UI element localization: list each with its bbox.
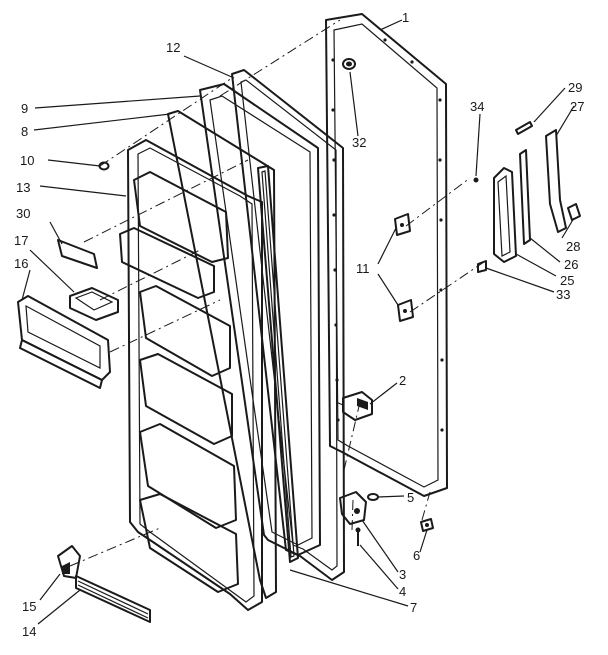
callout-27: 27: [570, 99, 584, 114]
washer-5: [367, 493, 379, 501]
handle-cap-15: [57, 545, 81, 579]
callout-5: 5: [407, 490, 414, 505]
small-bin-17: [69, 287, 119, 321]
liner-9: [199, 83, 321, 556]
screw-29: [515, 121, 533, 135]
callout-15: 15: [22, 599, 36, 614]
callout-3: 3: [399, 567, 406, 582]
callout-6: 6: [413, 548, 420, 563]
end-cap-28: [567, 203, 581, 221]
callout-10: 10: [20, 153, 34, 168]
callout-30: 30: [16, 206, 30, 221]
callout-4: 4: [399, 584, 406, 599]
callout-25: 25: [560, 273, 574, 288]
lower-hinge-3: [339, 491, 367, 525]
callout-13: 13: [16, 180, 30, 195]
label-plate-30: [57, 239, 98, 269]
callout-9: 9: [21, 101, 28, 116]
callout-8: 8: [21, 124, 28, 139]
callout-7: 7: [410, 600, 417, 615]
leader-lines: [21, 19, 575, 625]
callout-1: 1: [402, 10, 409, 25]
callout-12: 12: [166, 40, 180, 55]
clip-upper-11: [394, 213, 411, 236]
screw-4: [355, 527, 361, 546]
callout-32: 32: [352, 135, 366, 150]
callout-29: 29: [568, 80, 582, 95]
clip-lower-11: [397, 299, 414, 322]
callout-14: 14: [22, 624, 36, 639]
callout-2: 2: [399, 373, 406, 388]
handle-housing-25: [493, 167, 517, 263]
door-shelf-16: [17, 295, 111, 389]
handle-bar-14: [75, 575, 151, 623]
breaker-strip-7: [257, 165, 299, 563]
bushing-6: [420, 518, 434, 532]
callout-26: 26: [564, 257, 578, 272]
strip-8: [167, 110, 277, 599]
inner-door-liner-13: [69, 19, 485, 611]
callout-33: 33: [556, 287, 570, 302]
callout-34: 34: [470, 99, 484, 114]
screw-34: [473, 177, 479, 183]
handle-27: [545, 129, 567, 233]
callout-16: 16: [14, 256, 28, 271]
screw-33: [477, 260, 487, 273]
callout-17: 17: [14, 233, 28, 248]
callout-28: 28: [566, 239, 580, 254]
upper-hinge-2: [335, 391, 373, 421]
trim-strip-26: [519, 149, 531, 245]
plug-32: [342, 58, 356, 70]
callout-labels: 1 2 3 4 5 6 7 8 9 10 11 12 13 14 15 16 1…: [14, 10, 584, 639]
callout-11: 11: [356, 261, 370, 276]
